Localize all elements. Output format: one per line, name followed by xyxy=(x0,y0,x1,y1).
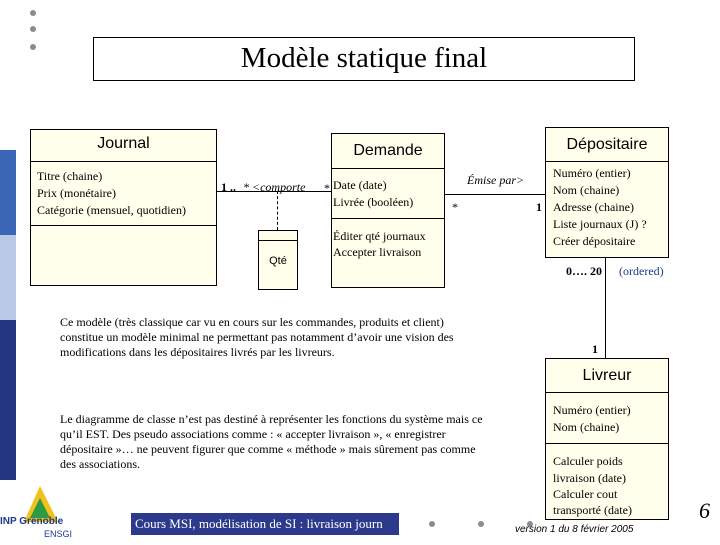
footer-course: Cours MSI, modélisation de SI : livraiso… xyxy=(131,513,399,535)
class-livreur-name: Livreur xyxy=(582,367,632,384)
assoc-line-emise xyxy=(445,194,545,195)
note-modele-minimal: Ce modèle (très classique car vu en cour… xyxy=(60,315,454,359)
class-livreur-attr: Nom (chaine) xyxy=(553,420,620,434)
class-livreur-op: livraison (date) xyxy=(553,471,626,485)
title-frame xyxy=(93,37,635,81)
divider xyxy=(545,392,669,393)
divider xyxy=(331,218,445,219)
page-number: 6 xyxy=(699,498,710,523)
footer-dot xyxy=(429,521,435,527)
assoc-livreur-ordered: (ordered) xyxy=(619,264,664,278)
class-depositaire xyxy=(545,127,669,258)
class-journal-attr: Titre (chaine) xyxy=(37,169,103,183)
assoc-emise-mult-left: * xyxy=(452,200,458,214)
assoc-line-livreur xyxy=(605,258,606,358)
class-demande xyxy=(331,133,445,288)
page-title: Modèle statique final xyxy=(240,42,488,74)
assoc-comporte-mult-right: * xyxy=(324,181,330,195)
logo: INP Grenoble ENSGI xyxy=(0,478,100,540)
decor-dot xyxy=(30,10,36,16)
assoc-livreur-mult-bottom: 1 xyxy=(592,342,598,356)
divider xyxy=(30,161,217,162)
class-livreur-op: Calculer poids xyxy=(553,454,623,468)
logo-text: INP Grenoble xyxy=(0,516,64,527)
class-depositaire-attr: Liste journaux (J) ? xyxy=(553,217,647,231)
class-journal-attr: Prix (monétaire) xyxy=(37,186,116,200)
assoc-class-link xyxy=(277,191,278,230)
logo-subtext: ENSGI xyxy=(44,529,73,539)
class-journal-name: Journal xyxy=(97,135,150,152)
decor-dot xyxy=(30,26,36,32)
assoc-livreur-mult-top: 0…. 20 xyxy=(566,264,602,278)
class-livreur-attr: Numéro (entier) xyxy=(553,403,631,417)
class-demande-attr: Livrée (booléen) xyxy=(333,195,414,209)
class-depositaire-name: Dépositaire xyxy=(566,136,648,153)
class-depositaire-attr: Numéro (entier) xyxy=(553,166,631,180)
class-demande-attr: Date (date) xyxy=(333,178,387,192)
class-depositaire-attr: Créer dépositaire xyxy=(553,234,636,248)
class-livreur xyxy=(545,358,669,520)
assoc-emise-mult-right: 1 xyxy=(536,200,542,214)
class-journal-attr: Catégorie (mensuel, quotidien) xyxy=(37,203,186,217)
class-journal xyxy=(30,129,217,286)
logo-triangle-icon xyxy=(24,486,58,522)
left-strip-light xyxy=(0,235,16,320)
note-diagramme-classe: Le diagramme de classe n’est pas destiné… xyxy=(60,412,483,471)
divider xyxy=(331,168,445,169)
class-demande-op: Accepter livraison xyxy=(333,245,422,259)
assoc-line-comporte xyxy=(217,191,331,192)
divider xyxy=(30,225,217,226)
divider xyxy=(258,240,298,241)
assoc-emise-label: Émise par> xyxy=(467,173,525,187)
assoc-comporte-label: * <comporte xyxy=(243,180,306,194)
class-qte-name: Qté xyxy=(269,255,287,267)
class-livreur-op: transporté (date) xyxy=(553,503,632,517)
left-strip-blue xyxy=(0,150,16,235)
class-depositaire-attr: Adresse (chaine) xyxy=(553,200,634,214)
footer-dot xyxy=(527,521,533,527)
footer-dot xyxy=(478,521,484,527)
class-livreur-op: Calculer cout xyxy=(553,487,618,501)
decor-dot xyxy=(30,44,36,50)
footer-version: version 1 du 8 février 2005 xyxy=(515,524,634,535)
class-depositaire-attr: Nom (chaine) xyxy=(553,183,620,197)
assoc-comporte-mult-left: 1 .. xyxy=(221,180,236,194)
left-strip-navy xyxy=(0,320,16,480)
divider xyxy=(545,443,669,444)
divider xyxy=(545,161,669,162)
class-demande-name: Demande xyxy=(353,142,423,159)
class-demande-op: Éditer qté journaux xyxy=(333,229,426,243)
